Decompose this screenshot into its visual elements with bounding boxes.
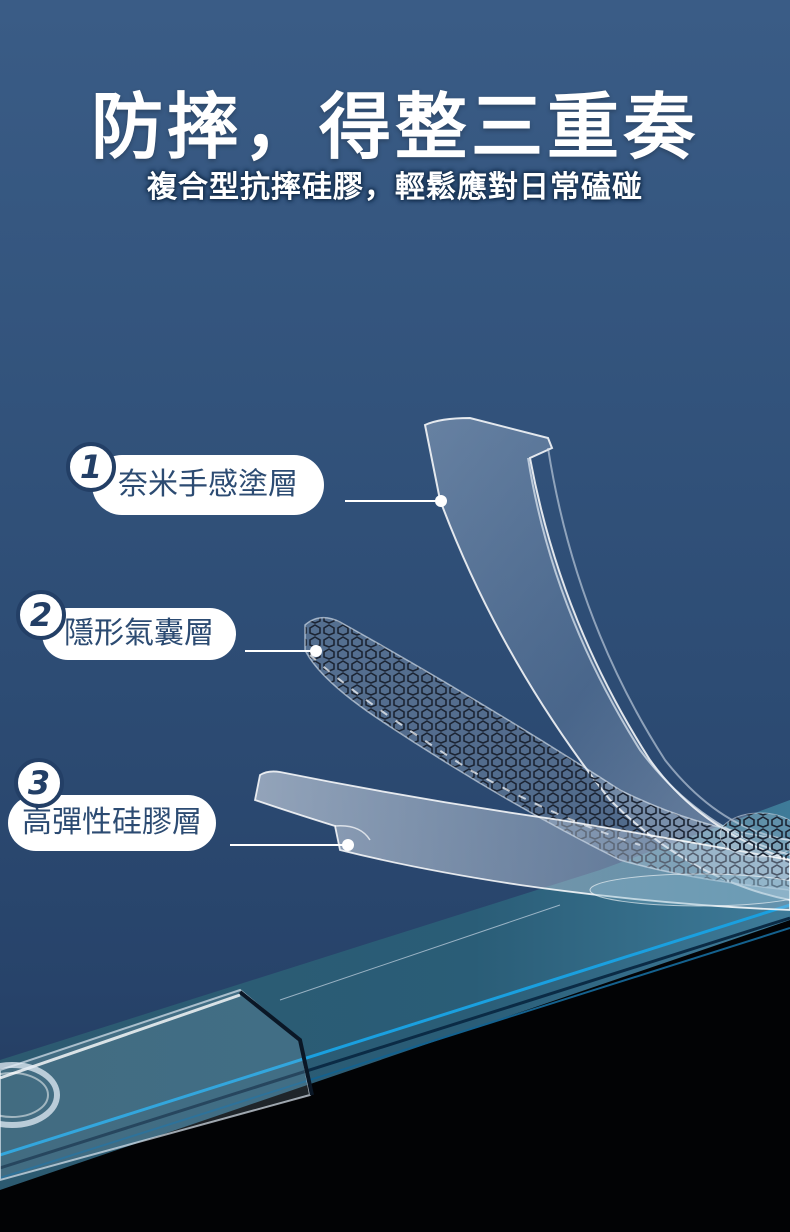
- leader-line-2: [245, 650, 315, 652]
- leader-line-1: [345, 500, 441, 502]
- layer-label-3-text: 高彈性硅膠層: [22, 805, 202, 840]
- headline: 防摔，得整三重奏: [90, 85, 699, 169]
- layer-label-1-text: 奈米手感塗層: [118, 467, 298, 502]
- layer-label-2-text: 隱形氣囊層: [64, 616, 214, 651]
- number-badge-1: 1: [66, 442, 116, 492]
- layer-label-2: 隱形氣囊層: [42, 608, 236, 660]
- number-badge-3: 3: [14, 758, 64, 808]
- leader-line-3: [230, 844, 348, 846]
- subheadline: 複合型抗摔硅膠，輕鬆應對日常磕碰: [147, 170, 643, 205]
- leader-dot-1: [435, 495, 447, 507]
- leader-dot-3: [342, 839, 354, 851]
- leader-dot-2: [310, 645, 322, 657]
- layer-label-1: 奈米手感塗層: [92, 455, 324, 515]
- number-badge-2: 2: [16, 590, 66, 640]
